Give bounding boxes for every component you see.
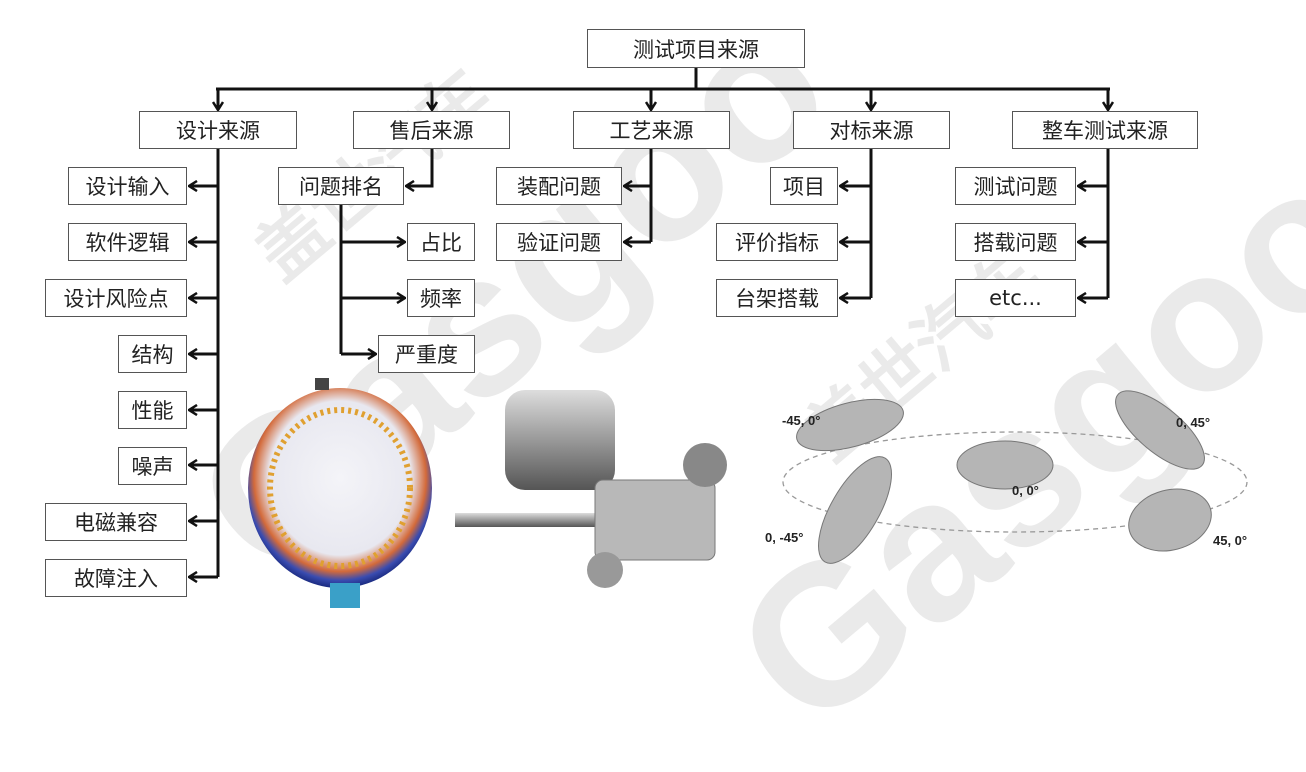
structure: 结构 [118, 335, 187, 373]
car-icon [818, 456, 892, 564]
severity: 严重度 [378, 335, 475, 373]
noise: 噪声 [118, 447, 187, 485]
drivetrain-image [455, 390, 727, 588]
vehicle-orientation-image [782, 390, 1248, 564]
proportion: 占比 [407, 223, 475, 261]
bench-project: 项目 [770, 167, 838, 205]
test-issue: 测试问题 [955, 167, 1076, 205]
angle-label: 45, 0° [1213, 533, 1248, 548]
root-node: 测试项目来源 [587, 29, 805, 68]
car-icon [1128, 488, 1212, 552]
connector-lines [0, 68, 1306, 634]
source-after-sales: 售后来源 [353, 111, 510, 149]
source-benchmark: 对标来源 [793, 111, 950, 149]
evaluation-index: 评价指标 [716, 223, 838, 261]
assembly-issue: 装配问题 [496, 167, 622, 205]
car-icon [956, 440, 1054, 490]
emc: 电磁兼容 [45, 503, 187, 541]
issue-ranking: 问题排名 [278, 167, 404, 205]
car-icon [796, 398, 904, 452]
angle-label: -45, 0° [782, 413, 821, 428]
source-design: 设计来源 [139, 111, 297, 149]
performance: 性能 [118, 391, 187, 429]
source-vehicle-test: 整车测试来源 [1012, 111, 1198, 149]
etc: etc... [955, 279, 1076, 317]
validation-issue: 验证问题 [496, 223, 622, 261]
angle-label: 0, 45° [1176, 415, 1211, 430]
car-icon [1115, 390, 1205, 470]
angle-label: 0, -45° [765, 530, 804, 545]
source-process: 工艺来源 [573, 111, 730, 149]
angle-label: 0, 0° [1012, 483, 1039, 498]
bench-mounting: 台架搭载 [716, 279, 838, 317]
mounting-issue: 搭载问题 [955, 223, 1076, 261]
design-input: 设计输入 [68, 167, 187, 205]
fault-injection: 故障注入 [45, 559, 187, 597]
software-logic: 软件逻辑 [68, 223, 187, 261]
frequency: 频率 [407, 279, 475, 317]
motor-simulation-image [248, 378, 432, 608]
design-risk: 设计风险点 [45, 279, 187, 317]
